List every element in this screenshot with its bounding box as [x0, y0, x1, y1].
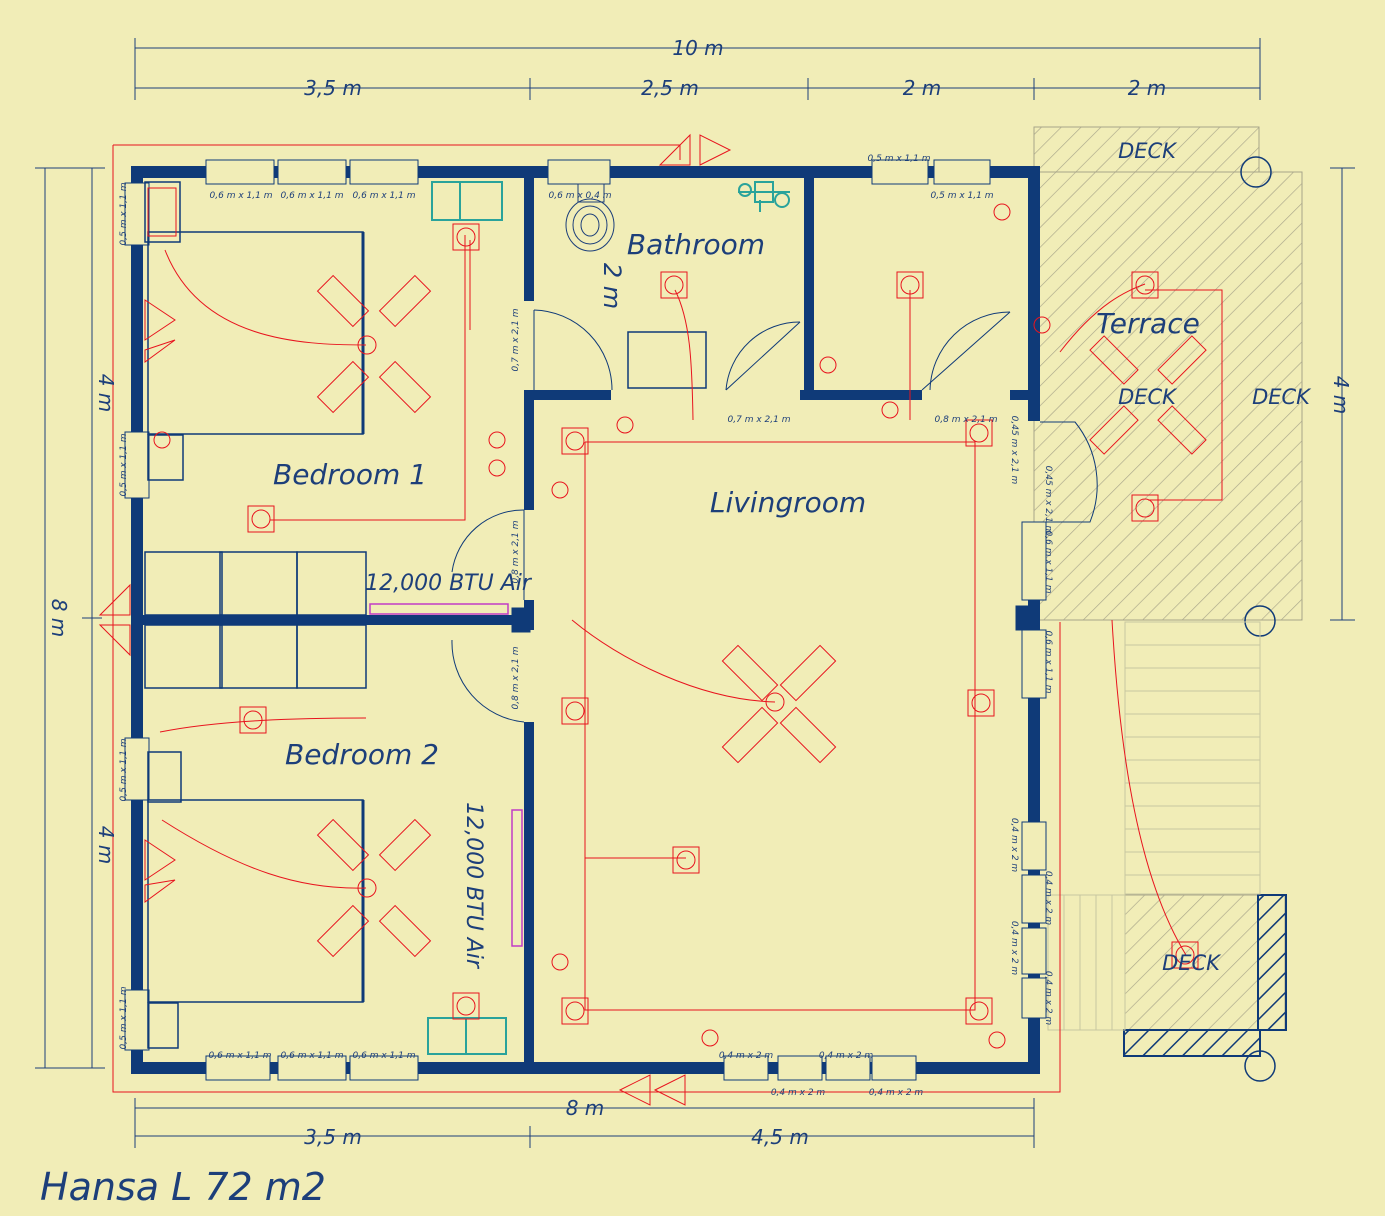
air-units: [369, 603, 523, 947]
window-label: 0,6 m x 1,1 m: [353, 1051, 416, 1061]
dim-right: 4 m: [1329, 376, 1353, 415]
room-labels: Bathroom Bedroom 1 Bedroom 2 Livingroom …: [273, 228, 1200, 771]
door-label: 0,7 m x 2,1 m: [511, 308, 521, 371]
dim-left-seg: 4 m: [94, 826, 118, 865]
deck-label: DECK: [1252, 385, 1312, 409]
windows: [124, 159, 1047, 1081]
dim-left-total: 8 m: [47, 599, 71, 638]
window-label: 0,4 m x 2 m: [1043, 871, 1053, 926]
exterior-lights: [98, 133, 732, 1106]
window-label: 0,5 m x 1,1 m: [931, 191, 994, 201]
window-label: 0,5 m x 1,1 m: [119, 986, 129, 1049]
doors: [451, 309, 1098, 723]
dim-bottom-total: 8 m: [566, 1096, 605, 1120]
window-label: 0,6 m x 1,1 m: [1043, 631, 1053, 694]
window-label: 0,6 m x 1,1 m: [353, 191, 416, 201]
window-label: 0,4 m x 2 m: [819, 1051, 874, 1061]
room-livingroom: Livingroom: [710, 486, 866, 519]
room-terrace: Terrace: [1096, 307, 1200, 340]
window-label: 0,4 m x 2 m: [1043, 971, 1053, 1026]
door-label: 0,7 m x 2,1 m: [728, 415, 791, 425]
window-label: 0,6 m x 1,1 m: [1043, 531, 1053, 594]
deck-label: DECK: [1162, 951, 1222, 975]
dim-bathroom-depth: 2 m: [598, 263, 626, 309]
window-label: 0,6 m x 1,1 m: [281, 1051, 344, 1061]
dim-left-seg: 4 m: [94, 374, 118, 413]
light-fixtures: [147, 187, 1199, 1049]
window-label: 0,4 m x 2 m: [1009, 818, 1019, 873]
dimension-lines: [35, 38, 1355, 1148]
room-bathroom: Bathroom: [627, 228, 765, 261]
ceiling-fans: [316, 274, 1207, 958]
dim-top-seg: 3,5 m: [304, 76, 362, 100]
door-label: 0,45 m x 2,1 m: [1043, 466, 1053, 535]
door-labels: 0,7 m x 2,1 m 0,7 m x 2,1 m 0,8 m x 2,1 …: [511, 308, 1053, 709]
window-label: 0,6 m x 1,1 m: [210, 191, 273, 201]
deck-area: [1033, 126, 1303, 1082]
window-label: 0,5 m x 1,1 m: [119, 182, 129, 245]
window-label: 0,5 m x 1,1 m: [119, 738, 129, 801]
dimension-labels: 10 m 3,5 m 2,5 m 2 m 2 m 8 m 3,5 m 4,5 m…: [47, 36, 1353, 1149]
dim-top-seg: 2 m: [1128, 76, 1167, 100]
window-label: 0,5 m x 1,1 m: [119, 433, 129, 496]
door-label: 0,8 m x 2,1 m: [935, 415, 998, 425]
window-labels: 0,6 m x 1,1 m 0,6 m x 1,1 m 0,6 m x 1,1 …: [119, 154, 1053, 1098]
room-bedroom-1: Bedroom 1: [273, 458, 427, 491]
door-label: 0,8 m x 2,1 m: [511, 520, 521, 583]
dim-bottom-seg: 3,5 m: [304, 1125, 362, 1149]
door-label: 0,8 m x 2,1 m: [511, 646, 521, 709]
deck-label: DECK: [1118, 385, 1178, 409]
stairs: [1047, 621, 1261, 1031]
furniture: [144, 181, 707, 1049]
window-label: 0,4 m x 2 m: [771, 1088, 826, 1098]
plan-title: Hansa L 72 m2: [40, 1165, 326, 1209]
room-bedroom-2: Bedroom 2: [285, 738, 439, 771]
dim-top-seg: 2 m: [903, 76, 942, 100]
door-label: 0,45 m x 2,1 m: [1009, 416, 1019, 485]
air-label: 12,000 BTU Air: [365, 571, 533, 596]
wardrobe-icon: [427, 181, 507, 1055]
window-label: 0,4 m x 2 m: [869, 1088, 924, 1098]
sink-icon: [738, 181, 790, 212]
dim-bottom-seg: 4,5 m: [751, 1125, 809, 1149]
window-label: 0,6 m x 1,1 m: [281, 191, 344, 201]
air-label: 12,000 BTU Air: [461, 802, 486, 970]
dim-top-seg: 2,5 m: [641, 76, 699, 100]
deck-label: DECK: [1118, 139, 1178, 163]
deck-labels: DECK DECK DECK DECK: [1118, 139, 1312, 975]
window-label: 0,4 m x 2 m: [719, 1051, 774, 1061]
air-labels: 12,000 BTU Air 12,000 BTU Air: [365, 571, 533, 970]
window-label: 0,6 m x 1,1 m: [209, 1051, 272, 1061]
dim-top-total: 10 m: [672, 36, 723, 60]
window-label: 0,5 m x 1,1 m: [868, 154, 931, 164]
window-label: 0,4 m x 2 m: [1009, 921, 1019, 976]
window-label: 0,6 m x 0,4 m: [549, 191, 612, 201]
bathroom-fixtures: [565, 183, 615, 252]
